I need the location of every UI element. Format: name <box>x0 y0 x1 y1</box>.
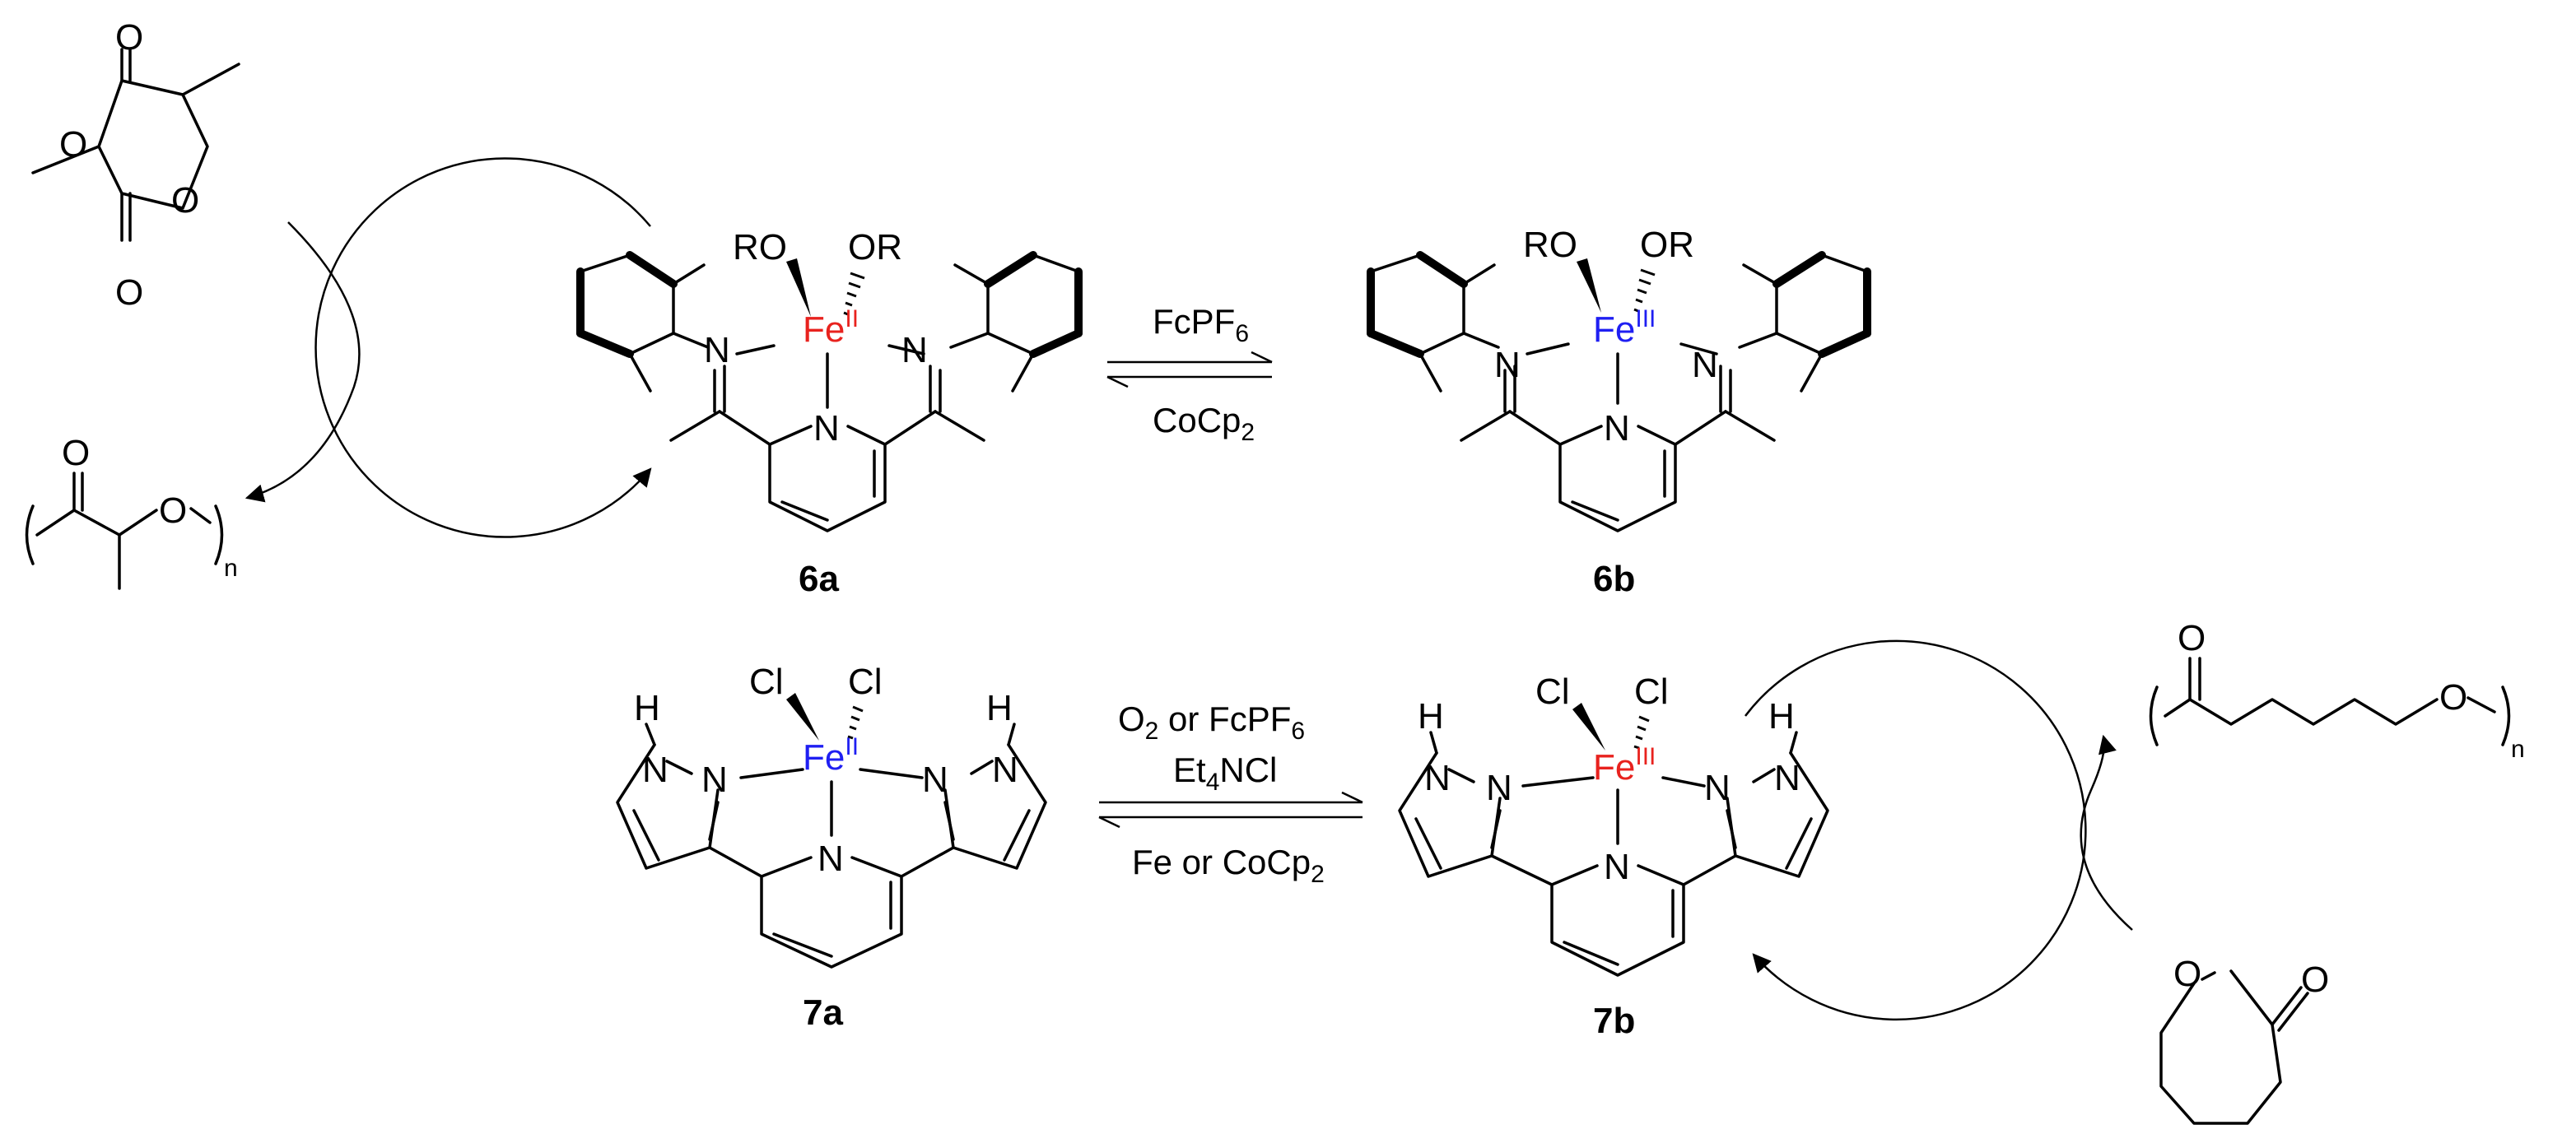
top-reverse-reagent: CoCp2 <box>1153 401 1255 446</box>
7b-cl-right: Cl <box>1634 672 1669 712</box>
6a-iron: FeII <box>803 305 859 350</box>
caprolactone-ring-o: O <box>2173 954 2201 994</box>
6a-or-ligand: OR <box>848 227 902 267</box>
top-equilibrium: FcPF6 CoCp2 <box>1106 302 1273 446</box>
lactide-ring-o-right: O <box>171 180 199 221</box>
pcl-subscript-n: n <box>2511 736 2525 763</box>
lactide-carbonyl-o-top: O <box>115 17 143 58</box>
6b-or-ligand: OR <box>1640 225 1694 265</box>
7b-iron: FeIII <box>1593 743 1656 788</box>
caprolactone-monomer: O O <box>2159 954 2329 1125</box>
6b-pyridine-n: N <box>1604 408 1630 448</box>
7a-iron: FeII <box>803 733 859 778</box>
7b-nh-n-right: N <box>1774 758 1800 798</box>
complex-6b: N N N RO OR FeIII 6b <box>1367 225 1871 599</box>
lactide-monomer: O O O O <box>31 17 240 313</box>
7b-cl-left: Cl <box>1535 672 1570 712</box>
7a-nh-n-right: N <box>992 750 1018 790</box>
7a-pyrazole-n-right: N <box>922 760 948 800</box>
7b-nh-h-left: H <box>1418 696 1444 737</box>
7a-nh-h-right: H <box>986 688 1013 728</box>
6a-ro-ligand: RO <box>733 227 787 267</box>
7a-nh-n-left: N <box>642 750 668 790</box>
6a-imine-n-left: N <box>704 330 730 370</box>
6b-iron: FeIII <box>1593 305 1656 350</box>
pcl-ester-o: O <box>2439 677 2467 718</box>
7a-pyridine-n: N <box>818 839 844 879</box>
caprolactone-carbonyl-o: O <box>2301 960 2329 1000</box>
7b-nh-n-left: N <box>1424 758 1451 798</box>
lactide-cycle-arrows <box>245 157 652 538</box>
bottom-forward-reagent-1: O2 or FcPF6 <box>1118 699 1305 745</box>
6a-imine-n-right: N <box>901 330 928 370</box>
top-forward-reagent: FcPF6 <box>1153 302 1249 347</box>
caprolactone-cycle-arrows <box>1745 639 2133 1021</box>
7b-label: 7b <box>1593 1001 1635 1041</box>
7b-nh-h-right: H <box>1768 696 1795 737</box>
lactide-ring-o-left: O <box>59 124 87 165</box>
pla-carbonyl-o: O <box>62 433 90 473</box>
pcl-carbonyl-o: O <box>2178 618 2206 658</box>
7a-cl-right: Cl <box>848 662 883 702</box>
complex-7a: H N N H N N N Cl Cl FeII 7a <box>616 662 1047 1033</box>
bottom-reverse-reagent: Fe or CoCp2 <box>1132 843 1325 888</box>
6a-label: 6a <box>799 559 839 599</box>
7b-pyridine-n: N <box>1604 847 1630 887</box>
6b-ro-ligand: RO <box>1523 225 1577 265</box>
7a-label: 7a <box>803 992 843 1033</box>
7a-pyrazole-n-left: N <box>701 760 728 800</box>
6b-label: 6b <box>1593 559 1635 599</box>
pla-subscript-n: n <box>224 555 238 582</box>
bottom-forward-reagent-2: Et4NCl <box>1173 751 1277 796</box>
complex-6a: N N N RO OR FeII 6a <box>576 227 1083 599</box>
7b-pyrazole-n-right: N <box>1704 768 1731 808</box>
bottom-equilibrium: O2 or FcPF6 Et4NCl Fe or CoCp2 <box>1098 699 1363 888</box>
pla-ester-o: O <box>159 490 187 531</box>
polycaprolactone-product: O O n <box>2149 618 2525 763</box>
lactide-carbonyl-o-bottom: O <box>115 272 143 313</box>
6b-imine-n-left: N <box>1494 345 1521 385</box>
7a-nh-h-left: H <box>634 688 660 728</box>
complex-7b: H N N H N N N Cl Cl FeIII 7b <box>1398 672 1829 1041</box>
7b-pyrazole-n-left: N <box>1486 768 1512 808</box>
6b-imine-n-right: N <box>1692 345 1718 385</box>
6a-pyridine-n: N <box>813 408 840 448</box>
7a-cl-left: Cl <box>749 662 784 702</box>
polylactide-product: O O n <box>25 433 238 590</box>
